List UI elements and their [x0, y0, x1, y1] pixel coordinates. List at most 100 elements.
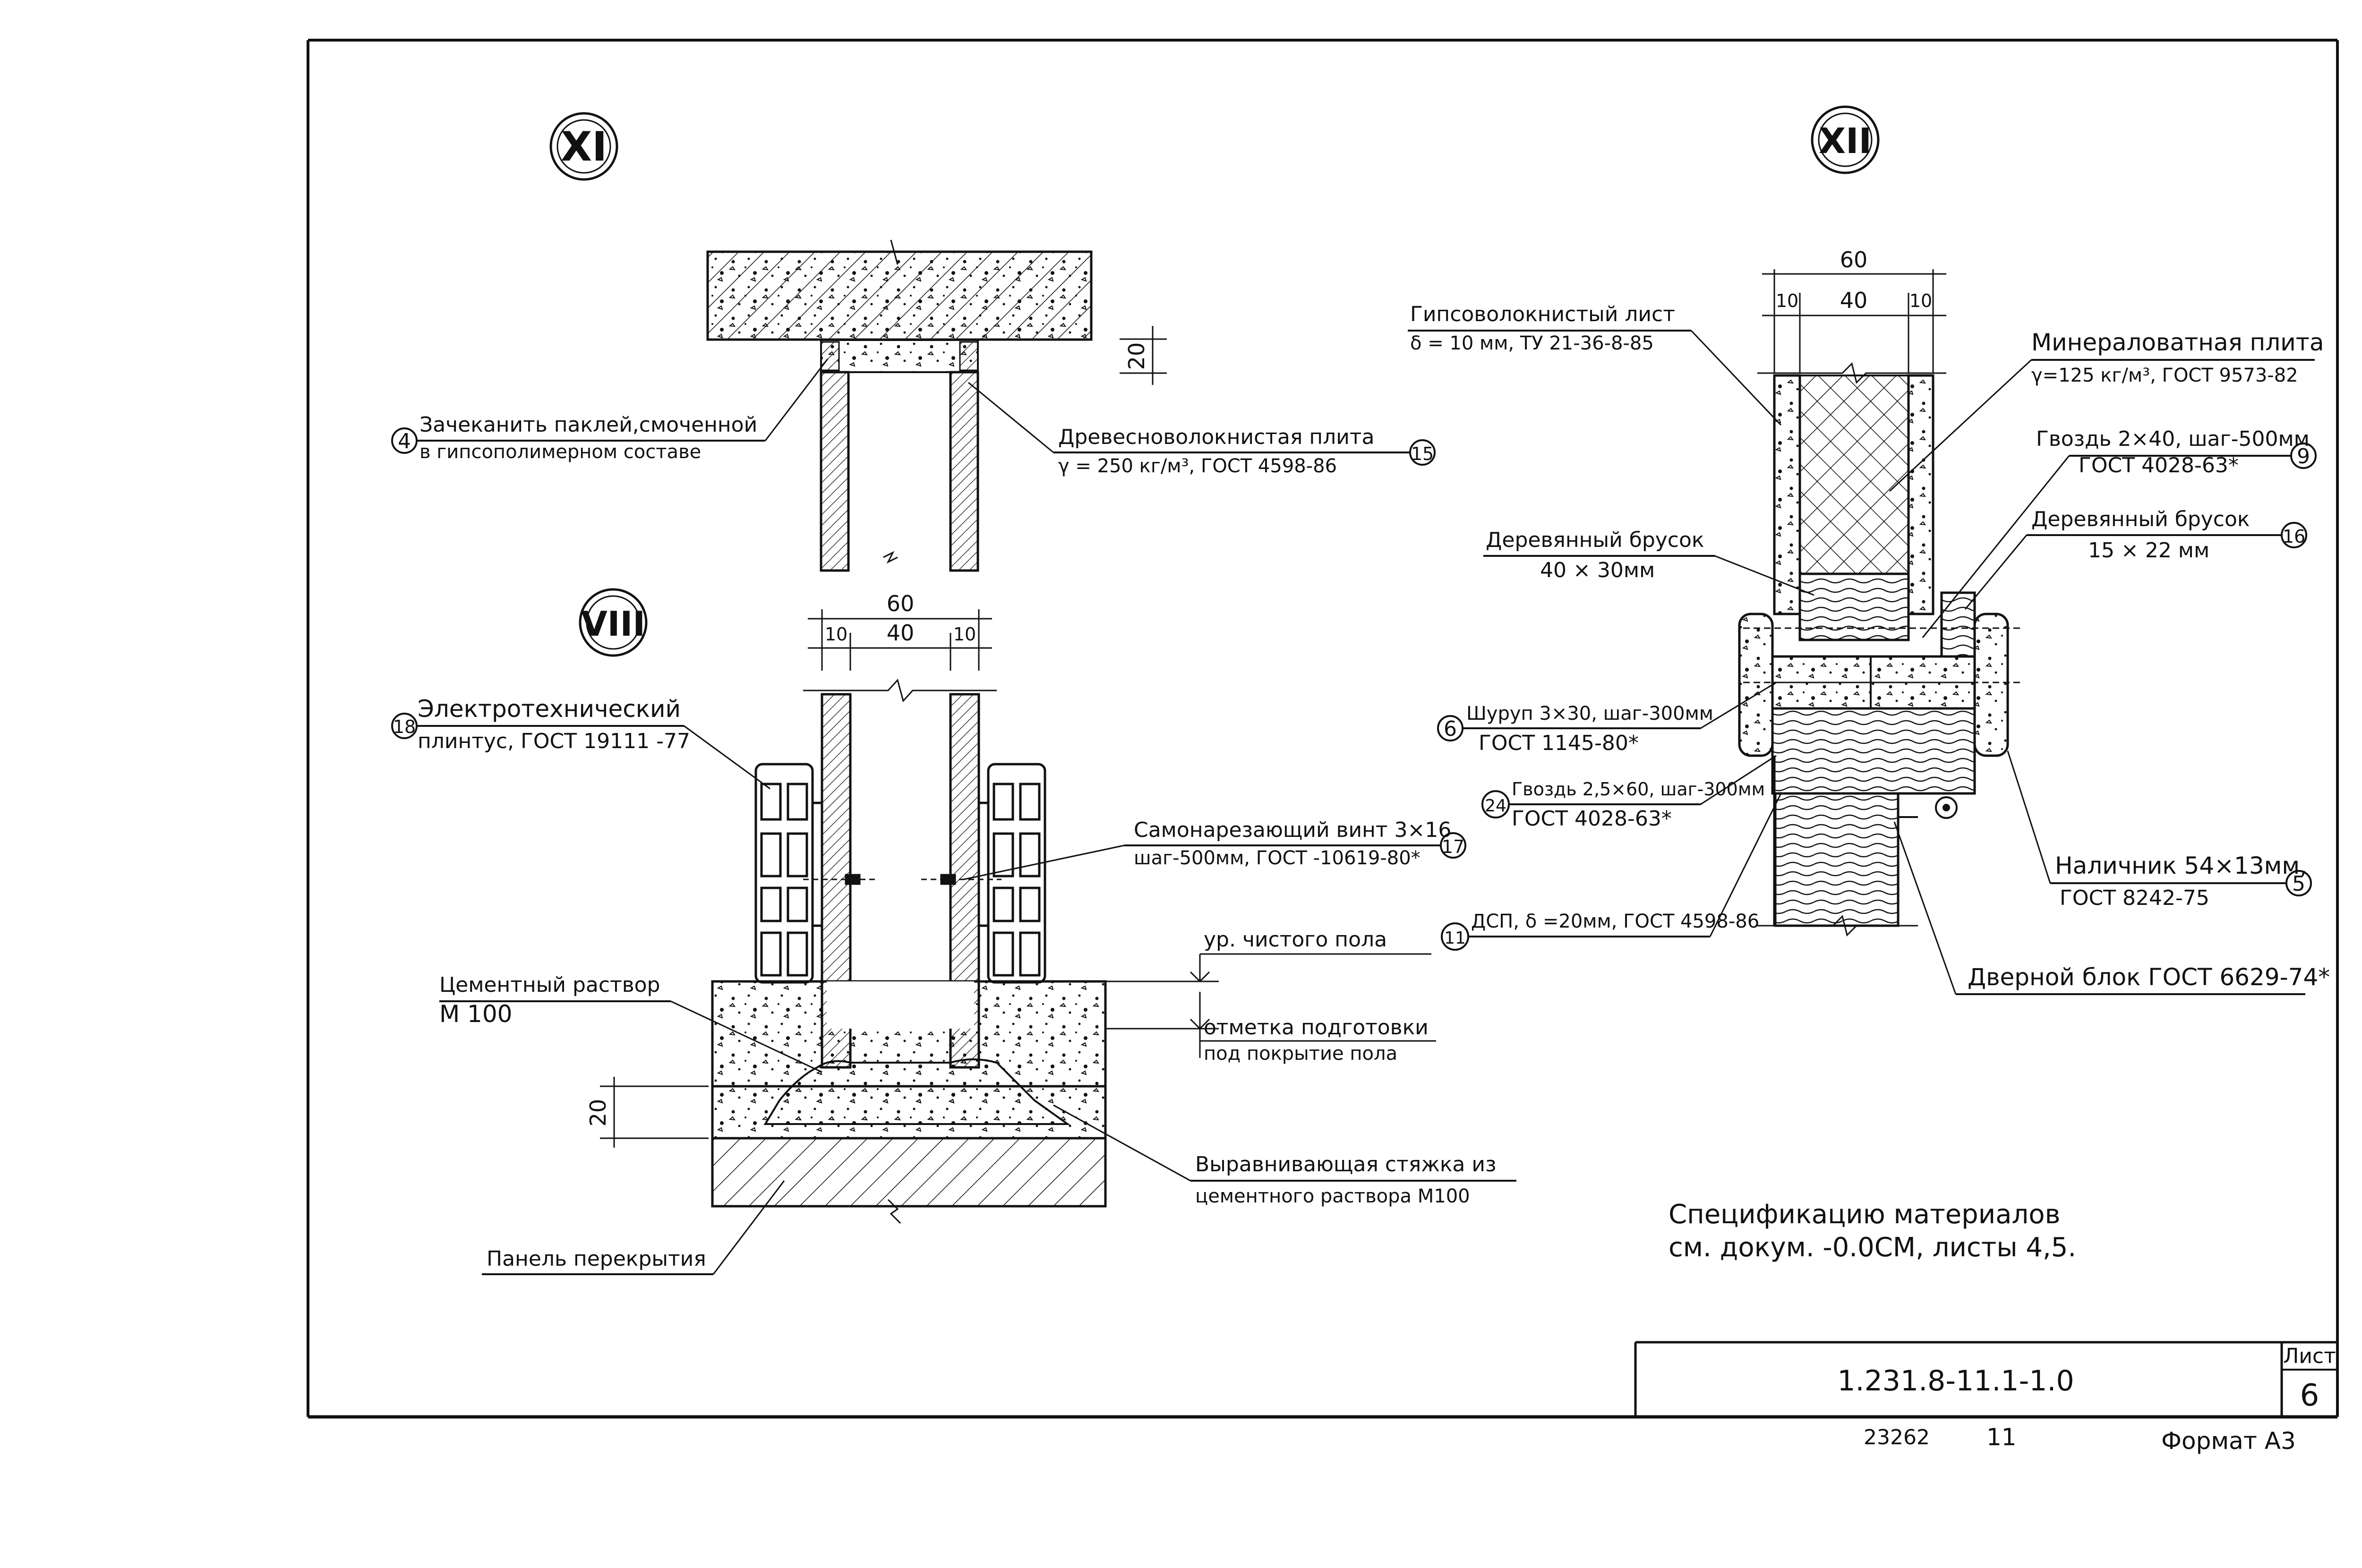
svg-text:Зачеканить паклей,смоченной: Зачеканить паклей,смоченной	[419, 413, 757, 437]
svg-text:40 × 30мм: 40 × 30мм	[1540, 558, 1655, 582]
svg-text:10: 10	[1909, 290, 1932, 311]
detail-viii: VIII 60 10 40 10	[391, 588, 1516, 1275]
floor-slab	[711, 1137, 1107, 1208]
svg-text:под покрытие пола: под покрытие пола	[1204, 1043, 1397, 1065]
format-label: Формат А3	[2161, 1427, 2296, 1455]
callout-cement-mortar: Цементный раствор М 100	[439, 973, 822, 1073]
sheet-number: 6	[2300, 1378, 2319, 1413]
document-code: 1.231.8-11.1-1.0	[1837, 1364, 2074, 1398]
svg-text:40: 40	[887, 620, 915, 646]
svg-text:Наличник 54×13мм,: Наличник 54×13мм,	[2055, 852, 2307, 879]
floor-level-text: ур. чистого пола	[1204, 928, 1387, 952]
svg-text:γ=125 кг/м³, ГОСТ 9573-82: γ=125 кг/м³, ГОСТ 9573-82	[2031, 365, 2298, 386]
svg-text:20: 20	[585, 1099, 611, 1127]
svg-text:9: 9	[2297, 444, 2310, 469]
baseboard-right	[979, 763, 1046, 984]
svg-text:40: 40	[1840, 288, 1868, 313]
svg-text:15 × 22 мм: 15 × 22 мм	[2088, 538, 2209, 562]
gap-dimension-value: 20	[1124, 342, 1149, 370]
caulking-gap	[820, 339, 979, 373]
svg-text:60: 60	[1840, 247, 1868, 273]
svg-text:шаг-500мм, ГОСТ -10619-80*: шаг-500мм, ГОСТ -10619-80*	[1134, 847, 1421, 869]
svg-text:Гвоздь 2,5×60, шаг-300мм: Гвоздь 2,5×60, шаг-300мм	[1512, 779, 1765, 800]
sheet-frame	[307, 39, 2339, 1419]
svg-text:М 100: М 100	[439, 1000, 512, 1028]
callout-mineral: Минераловатная плита γ=125 кг/м³, ГОСТ 9…	[1889, 329, 2324, 492]
gypsum-sheet-right	[1907, 374, 1934, 615]
wood-bar-15x22	[1940, 591, 1976, 658]
svg-text:ГОСТ 4028-63*: ГОСТ 4028-63*	[1512, 807, 1672, 831]
svg-text:в гипсополимерном составе: в гипсополимерном составе	[419, 441, 701, 463]
svg-text:δ = 10 мм, ТУ 21-36-8-85: δ = 10 мм, ТУ 21-36-8-85	[1410, 332, 1654, 354]
svg-text:15: 15	[1411, 443, 1434, 464]
callout-door: Дверной блок ГОСТ 6629-74*	[1893, 821, 2330, 995]
svg-text:4: 4	[398, 429, 411, 453]
floor-level-mark	[1105, 953, 1436, 1058]
screw-17	[803, 874, 1001, 885]
callout-gypsum: Гипсоволокнистый лист δ = 10 мм, ТУ 21-3…	[1408, 302, 1782, 426]
svg-text:цементного раствора М100: цементного раствора М100	[1195, 1185, 1470, 1207]
svg-text:ГОСТ 4028-63*: ГОСТ 4028-63*	[2079, 453, 2239, 477]
detail-xi: XI 20 4 Зачеканить паклей,смоченной в ги…	[391, 112, 1436, 572]
casing-left	[1738, 613, 1774, 757]
svg-text:Дверной блок ГОСТ 6629-74*: Дверной блок ГОСТ 6629-74*	[1968, 963, 2330, 991]
svg-text:Шуруп 3×30, шаг-300мм: Шуруп 3×30, шаг-300мм	[1466, 703, 1713, 724]
callout-11: 11 ДСП, δ =20мм, ГОСТ 4598-86	[1441, 793, 1782, 951]
casing-right	[1973, 613, 2009, 757]
svg-text:Деревянный брусок: Деревянный брусок	[2031, 507, 2250, 531]
svg-text:11: 11	[1444, 929, 1466, 948]
callout-4: 4 Зачеканить паклей,смоченной в гипсопол…	[391, 358, 829, 463]
svg-text:16: 16	[2283, 526, 2305, 547]
svg-text:XII: XII	[1819, 121, 1872, 162]
callout-5: 5 Наличник 54×13мм, ГОСТ 8242-75	[2007, 750, 2312, 910]
svg-text:60: 60	[887, 591, 915, 616]
svg-text:γ = 250 кг/м³, ГОСТ 4598-86: γ = 250 кг/м³, ГОСТ 4598-86	[1058, 455, 1337, 477]
baseboard-left	[754, 763, 822, 984]
page-number: 11	[1986, 1423, 2017, 1451]
callout-wood-bar: Деревянный брусок 40 × 30мм	[1483, 528, 1814, 596]
inventory-number: 23262	[1864, 1425, 1930, 1449]
gap-dimension	[1120, 326, 1167, 385]
callout-17: 17 Самонарезающий винт 3×16 шаг-500мм, Г…	[963, 818, 1466, 880]
svg-text:Деревянный брусок: Деревянный брусок	[1486, 528, 1704, 552]
svg-text:см. докум. -0.0СМ, листы 4,5.: см. докум. -0.0СМ, листы 4,5.	[1669, 1232, 2076, 1263]
svg-text:5: 5	[2292, 872, 2305, 896]
svg-text:10: 10	[1776, 290, 1798, 311]
detail-xi-mark: XI	[549, 112, 618, 181]
detail-xii-mark: XII	[1811, 105, 1880, 174]
callout-6: 6 Шуруп 3×30, шаг-300мм ГОСТ 1145-80*	[1437, 682, 1777, 755]
svg-text:отметка подготовки: отметка подготовки	[1204, 1015, 1429, 1040]
width-dimensions	[808, 609, 992, 671]
svg-text:Цементный раствор: Цементный раствор	[439, 973, 660, 997]
svg-text:18: 18	[393, 716, 416, 737]
gypsum-sheet-left	[1773, 374, 1801, 615]
spec-note: Спецификацию материалов см. докум. -0.0С…	[1669, 1199, 2076, 1263]
svg-text:10: 10	[953, 624, 976, 645]
title-block: 1.231.8-11.1-1.0 Лист 6 23262 11 Формат …	[1634, 1341, 2337, 1455]
detail-viii-mark: VIII	[579, 588, 648, 657]
svg-text:Электротехнический: Электротехнический	[418, 695, 681, 723]
svg-text:Древесноволокнистая плита: Древесноволокнистая плита	[1058, 425, 1374, 449]
callout-18: 18 Электротехнический плинтус, ГОСТ 1911…	[391, 695, 770, 790]
wood-bar-40x30	[1798, 572, 1910, 641]
callout-15: 15 Древесноволокнистая плита γ = 250 кг/…	[968, 382, 1436, 477]
sheet-label: Лист	[2283, 1344, 2336, 1368]
detail-xii: XII 60 10 40 10	[1408, 105, 2330, 995]
svg-text:ГОСТ 1145-80*: ГОСТ 1145-80*	[1479, 731, 1639, 755]
callout-16: 16 Деревянный брусок 15 × 22 мм	[1964, 507, 2307, 610]
callout-screed: Выравнивающая стяжка из цементного раств…	[1053, 1104, 1516, 1207]
svg-text:ДСП, δ =20мм, ГОСТ 4598-86: ДСП, δ =20мм, ГОСТ 4598-86	[1471, 911, 1759, 932]
door-frame-block	[1771, 707, 1976, 795]
svg-text:10: 10	[825, 624, 847, 645]
svg-text:Выравнивающая стяжка из: Выравнивающая стяжка из	[1195, 1152, 1496, 1176]
leveling-screed	[711, 1085, 1107, 1140]
callout-9: 9 Гвоздь 2×40, шаг-500мм ГОСТ 4028-63*	[1922, 427, 2317, 638]
svg-text:17: 17	[1442, 836, 1464, 857]
mineral-wool-plate	[1799, 375, 1909, 575]
svg-text:ГОСТ 8242-75: ГОСТ 8242-75	[2060, 886, 2209, 910]
door-leaf	[1774, 792, 1900, 927]
svg-text:Панель перекрытия: Панель перекрытия	[487, 1247, 706, 1271]
fiberboard-left	[820, 371, 850, 572]
svg-text:VIII: VIII	[581, 604, 645, 644]
